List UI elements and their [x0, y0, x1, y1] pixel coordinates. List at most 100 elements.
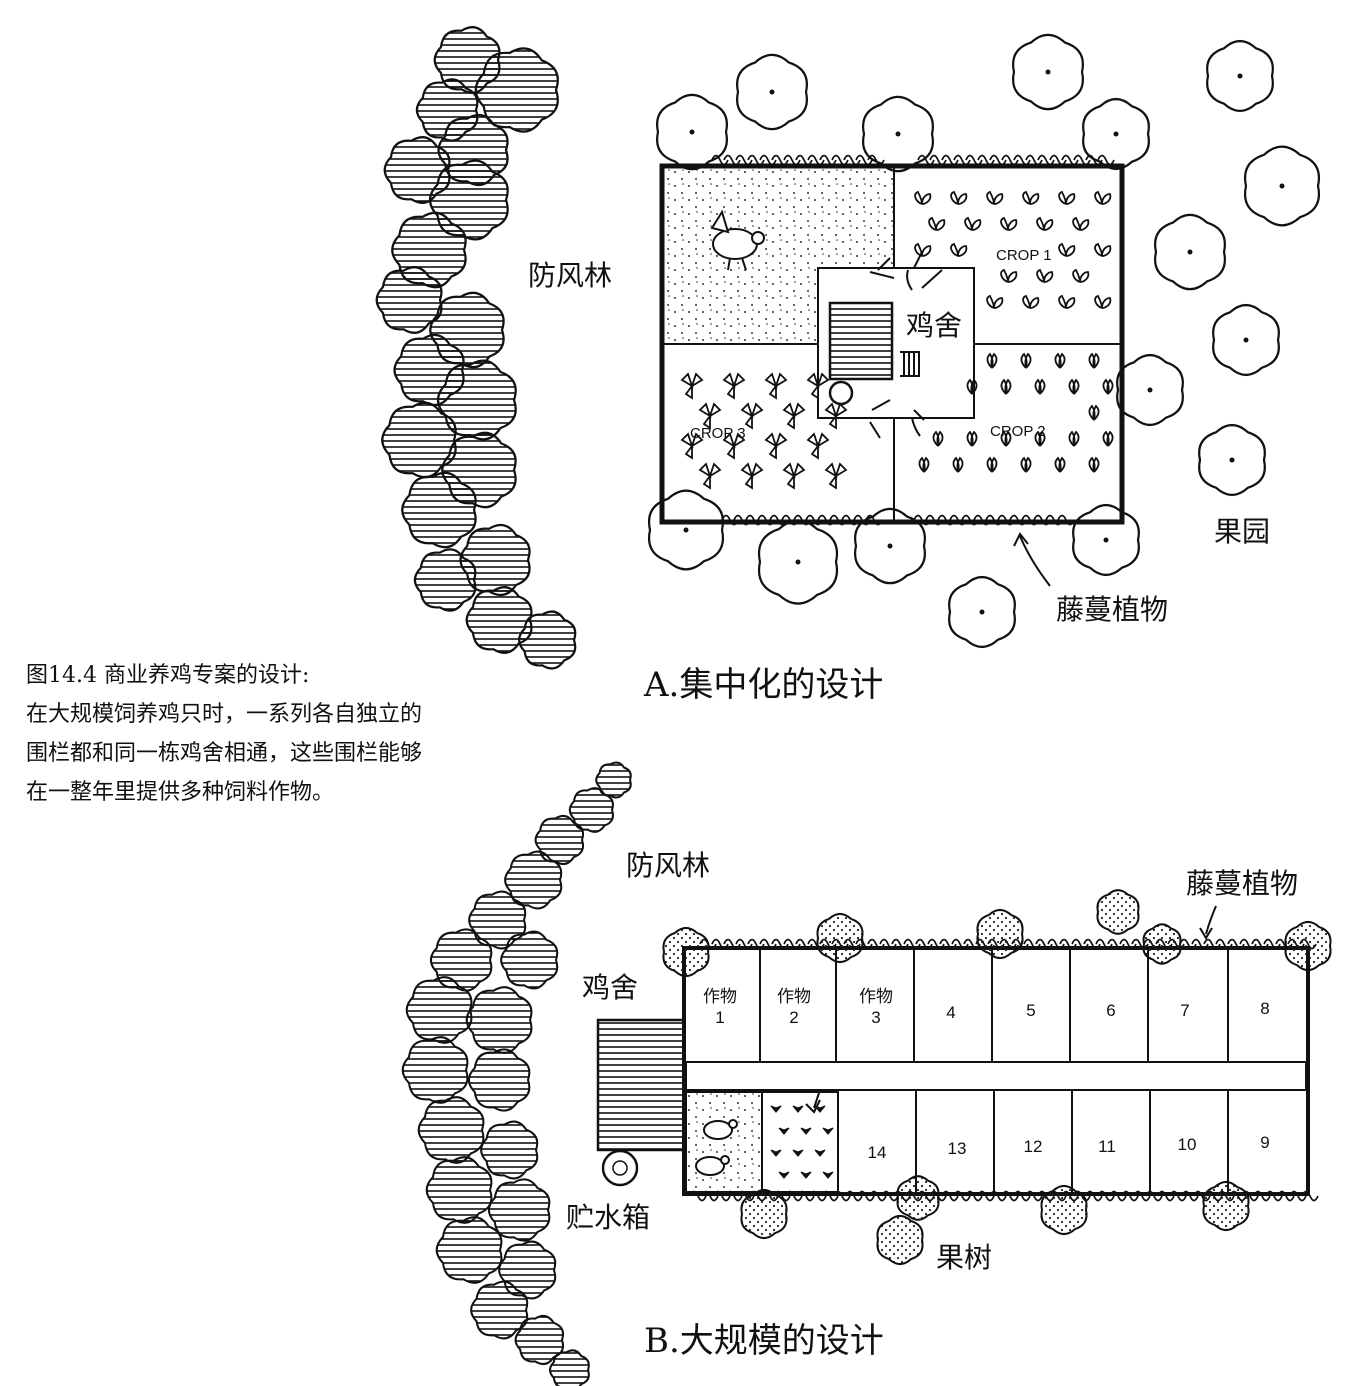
vine-leaf: [1215, 938, 1233, 950]
vine-leaf: [1001, 1190, 1019, 1202]
vine-leaf: [1035, 938, 1053, 950]
vine-leaf: [747, 938, 765, 950]
vine-leaf: [961, 514, 979, 526]
vine-leaf: [1107, 938, 1125, 950]
crop-leafy: [1036, 216, 1054, 231]
vine-leaf: [723, 154, 741, 166]
vine-leaf: [989, 154, 1007, 166]
vine-leaf: [845, 1190, 863, 1202]
vine-leaf: [745, 514, 763, 526]
crop-leafy: [914, 242, 932, 257]
vine-leaf: [965, 1190, 983, 1202]
windbreak-tree: [401, 1036, 469, 1104]
vine-leaf: [809, 1190, 827, 1202]
vine-leaf: [771, 154, 789, 166]
vine-leaf: [913, 514, 931, 526]
crop-trefoil: [722, 432, 746, 460]
fruit-trees-b: [662, 889, 1332, 1266]
vine-leaf: [1025, 1190, 1043, 1202]
crop-sprout-b: [800, 1171, 812, 1179]
fruit-tree: [816, 912, 864, 964]
windbreak-tree: [487, 1178, 551, 1242]
crop-trefoil: [782, 402, 806, 430]
windbreak-tree: [568, 787, 614, 833]
crop-trefoil: [764, 372, 788, 400]
windbreak-tree: [375, 266, 443, 334]
crop-sprout: [1054, 352, 1066, 369]
vine-leaf: [937, 514, 955, 526]
vine-leaf: [857, 1190, 875, 1202]
crop-leafy: [1022, 190, 1040, 205]
vine-leaf: [1085, 154, 1103, 166]
vine-leaf: [805, 514, 823, 526]
orchard-tree-center: [1243, 337, 1249, 343]
vine-leaf: [735, 938, 753, 950]
crop-sprout-b: [814, 1149, 826, 1157]
orchard-tree-center: [795, 559, 801, 565]
vine-leaf: [773, 1190, 791, 1202]
vine-leaf: [1025, 154, 1043, 166]
vine-label-b: 藤蔓植物: [1186, 867, 1299, 900]
orchard-tree-center: [887, 543, 893, 549]
orchard-tree-center: [1045, 69, 1051, 75]
vine-leaf: [1203, 938, 1221, 950]
windbreak-tree: [405, 976, 473, 1044]
crop-trefoil: [782, 462, 806, 490]
fruit-tree: [1284, 920, 1332, 972]
vine-leaf: [733, 514, 751, 526]
vine-leaf: [747, 154, 765, 166]
orchard-tree-center: [1279, 183, 1285, 189]
vine-leaf: [963, 938, 981, 950]
vine-leaf: [1071, 938, 1089, 950]
vine-leaf: [951, 938, 969, 950]
crop-leafy: [964, 216, 982, 231]
vine-leaf: [973, 514, 991, 526]
fruit-tree-label: 果树: [936, 1241, 993, 1274]
windbreak-tree: [401, 471, 477, 549]
vine-leaf: [771, 938, 789, 950]
orchard-tree-center: [1187, 249, 1193, 255]
vine-leaf: [1119, 938, 1137, 950]
crop-leafy: [1000, 216, 1018, 231]
vine-leaf: [701, 1190, 719, 1202]
crop-sprout: [1068, 378, 1080, 395]
crop-leafy: [950, 242, 968, 257]
figure-caption: 图14.4 商业养鸡专案的设计: 在大规模饲养鸡只时，一系列各自独立的 围栏都和…: [26, 656, 422, 812]
fruit-tree: [976, 908, 1024, 960]
crop-trefoil: [698, 402, 722, 430]
vine-leaf: [711, 938, 729, 950]
vine-leaf: [1057, 514, 1075, 526]
vine-leaf: [1239, 938, 1257, 950]
windbreak-tree: [474, 47, 559, 133]
plot-crop-word: 作物: [777, 987, 811, 1006]
vine-leaf: [929, 154, 947, 166]
plot-top-6: 6: [1106, 1001, 1116, 1020]
vine-leaf: [1001, 154, 1019, 166]
crop-leafy: [914, 190, 932, 205]
crop-leafy: [1094, 294, 1112, 309]
vine-leaf: [689, 1190, 707, 1202]
caption-line: 围栏都和同一栋鸡舍相通，这些围栏能够: [26, 741, 423, 766]
crop-sprout: [1034, 378, 1046, 395]
fruit-tree: [1040, 1184, 1088, 1236]
caption-line: 在一整年里提供多种饲料作物。: [26, 780, 335, 805]
vine-leaf: [1013, 1190, 1031, 1202]
vine-leaf: [819, 154, 837, 166]
plot-top-8: 8: [1260, 999, 1270, 1018]
fruit-tree: [876, 1214, 924, 1266]
crop-sprout-b: [822, 1127, 834, 1135]
windbreak-tree: [465, 586, 533, 654]
crop-sprout-b: [822, 1171, 834, 1179]
vine-leaf: [711, 154, 729, 166]
vine-leaf: [829, 514, 847, 526]
vine-leaf: [925, 514, 943, 526]
vine-leaf: [1037, 154, 1055, 166]
vine-leaf: [843, 154, 861, 166]
crop-leafy: [1000, 268, 1018, 283]
vine-leaf: [817, 514, 835, 526]
windbreak-tree: [595, 761, 632, 799]
vine-leaf: [917, 154, 935, 166]
